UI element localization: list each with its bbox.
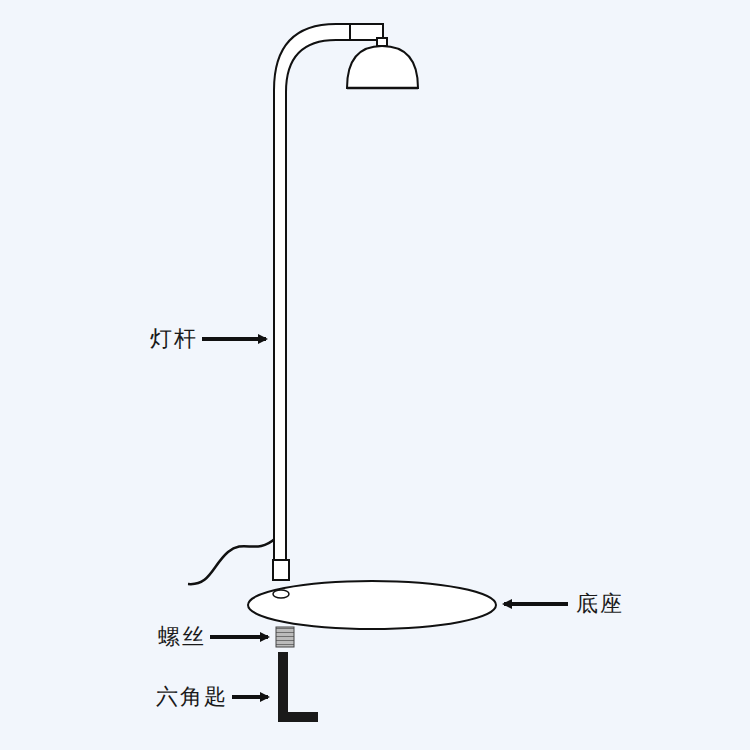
pole-sleeve bbox=[273, 560, 289, 580]
leader-arrow bbox=[210, 635, 268, 639]
leader-arrow bbox=[232, 695, 268, 699]
part-label: 六角匙 bbox=[156, 684, 228, 710]
lamp-pole bbox=[274, 24, 383, 562]
hex-key bbox=[278, 652, 318, 722]
part-label: 螺丝 bbox=[158, 624, 206, 650]
part-label: 底座 bbox=[576, 591, 624, 617]
power-cable bbox=[188, 538, 276, 584]
part-label: 灯杆 bbox=[150, 326, 198, 352]
screw bbox=[276, 627, 294, 647]
lamp-base bbox=[248, 581, 496, 629]
leader-arrow bbox=[504, 602, 568, 606]
lamp-shade bbox=[347, 46, 418, 88]
leader-arrow bbox=[202, 337, 266, 341]
